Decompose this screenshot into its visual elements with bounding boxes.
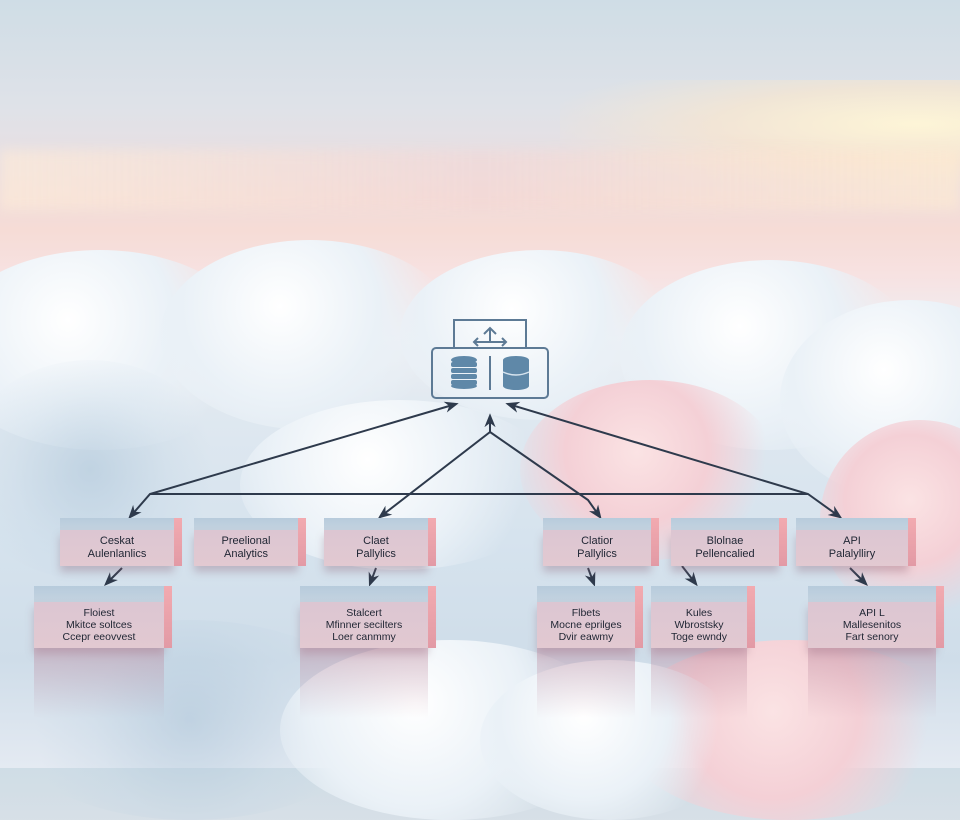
- box-subtitle: Wbrostsky: [674, 618, 724, 631]
- box-face: Preelional Analytics: [194, 530, 298, 566]
- box-title: Blolnae: [706, 535, 744, 548]
- box-side: [651, 518, 659, 566]
- box-title: Stalcert: [346, 606, 382, 619]
- edge-t1-5-t2-4: [849, 567, 868, 586]
- edge-t1-0-t2-0: [104, 567, 123, 586]
- box-top: [543, 518, 651, 530]
- box-top: [300, 586, 428, 602]
- box-title: API: [843, 535, 861, 548]
- box-reflection: [651, 648, 747, 718]
- box-caption: Loer canmmy: [332, 631, 396, 644]
- box-caption: Ccepr eeovvest: [62, 631, 136, 644]
- box-caption: Dvir eawmy: [558, 631, 614, 644]
- box-title: Clatior: [581, 535, 613, 548]
- box-subtitle: Aulenlanlics: [87, 548, 147, 560]
- box-subtitle: Mkitce soltces: [66, 618, 132, 631]
- box-title: Floiest: [83, 606, 115, 619]
- edge-hub-t1-2: [377, 413, 496, 519]
- service-box-t1-1[interactable]: Preelional Analytics: [194, 518, 306, 566]
- box-top: [671, 518, 779, 530]
- box-top: [537, 586, 635, 602]
- box-face: Clatior Pallylics: [543, 530, 651, 566]
- box-face: API L Mallesenitos Fart senory: [808, 602, 936, 648]
- box-side: [164, 586, 172, 648]
- service-box-t2-2[interactable]: Flbets Mocne eprilges Dvir eawmy: [537, 586, 643, 718]
- box-subtitle: Analytics: [223, 548, 269, 560]
- box-subtitle: Mallesenitos: [842, 618, 902, 631]
- box-title: Preelional: [221, 535, 271, 548]
- box-subtitle: Mfinner secilters: [325, 618, 403, 631]
- edge-hub-t1-3: [489, 431, 602, 520]
- box-caption: Toge ewndy: [670, 631, 728, 644]
- service-box-t2-0[interactable]: Floiest Mkitce soltces Ccepr eeovvest: [34, 586, 172, 718]
- box-side: [635, 586, 643, 648]
- box-side: [908, 518, 916, 566]
- box-face: Blolnae Pellencalied: [671, 530, 779, 566]
- box-face: Flbets Mocne eprilges Dvir eawmy: [537, 602, 635, 648]
- edge-t1-2-t2-1: [368, 567, 380, 587]
- box-top: [324, 518, 428, 530]
- database-hub[interactable]: [430, 316, 550, 400]
- service-box-t2-1[interactable]: Stalcert Mfinner secilters Loer canmmy: [300, 586, 436, 718]
- box-top: [808, 586, 936, 602]
- box-face: Stalcert Mfinner secilters Loer canmmy: [300, 602, 428, 648]
- box-top: [60, 518, 174, 530]
- box-reflection: [34, 648, 164, 718]
- box-caption: Fart senory: [845, 631, 899, 644]
- box-side: [936, 586, 944, 648]
- database-sync-icon: [431, 319, 549, 399]
- edge-hub-t1-5: [505, 401, 843, 519]
- service-box-t1-5[interactable]: API Palalylliry: [796, 518, 916, 566]
- box-side: [298, 518, 306, 566]
- box-top: [34, 586, 164, 602]
- edge-t1-4-t2-3: [681, 565, 698, 587]
- box-side: [779, 518, 787, 566]
- box-subtitle: Pellencalied: [695, 548, 755, 560]
- database-stack-icon: [451, 356, 477, 389]
- box-side: [174, 518, 182, 566]
- box-reflection: [808, 648, 936, 718]
- edge-hub-t1-0: [128, 401, 459, 520]
- box-title: Claet: [363, 535, 389, 548]
- box-title: Flbets: [571, 606, 601, 619]
- box-title: Ceskat: [99, 535, 135, 548]
- edge-t1-3-t2-2: [584, 567, 596, 587]
- box-face: API Palalylliry: [796, 530, 908, 566]
- database-cylinder-icon: [502, 356, 530, 390]
- service-box-t2-4[interactable]: API L Mallesenitos Fart senory: [808, 586, 944, 718]
- box-subtitle: Palalylliry: [828, 548, 876, 560]
- box-title: Kules: [685, 606, 713, 619]
- diagram-connectors: [104, 401, 868, 587]
- box-side: [428, 586, 436, 648]
- service-box-t2-3[interactable]: Kules Wbrostsky Toge ewndy: [651, 586, 755, 718]
- box-title: API L: [859, 606, 885, 619]
- box-subtitle: Mocne eprilges: [550, 618, 622, 631]
- service-box-t1-4[interactable]: Blolnae Pellencalied: [671, 518, 787, 566]
- box-reflection: [537, 648, 635, 718]
- box-face: Floiest Mkitce soltces Ccepr eeovvest: [34, 602, 164, 648]
- box-face: Claet Pallylics: [324, 530, 428, 566]
- service-box-t1-0[interactable]: Ceskat Aulenlanlics: [60, 518, 182, 566]
- box-face: Kules Wbrostsky Toge ewndy: [651, 602, 747, 648]
- box-side: [747, 586, 755, 648]
- service-box-t1-2[interactable]: Claet Pallylics: [324, 518, 436, 566]
- box-top: [651, 586, 747, 602]
- service-box-t1-3[interactable]: Clatior Pallylics: [543, 518, 659, 566]
- box-subtitle: Pallylics: [356, 548, 396, 560]
- box-top: [796, 518, 908, 530]
- box-face: Ceskat Aulenlanlics: [60, 530, 174, 566]
- box-reflection: [300, 648, 428, 718]
- box-top: [194, 518, 298, 530]
- box-side: [428, 518, 436, 566]
- box-subtitle: Pallylics: [577, 548, 617, 560]
